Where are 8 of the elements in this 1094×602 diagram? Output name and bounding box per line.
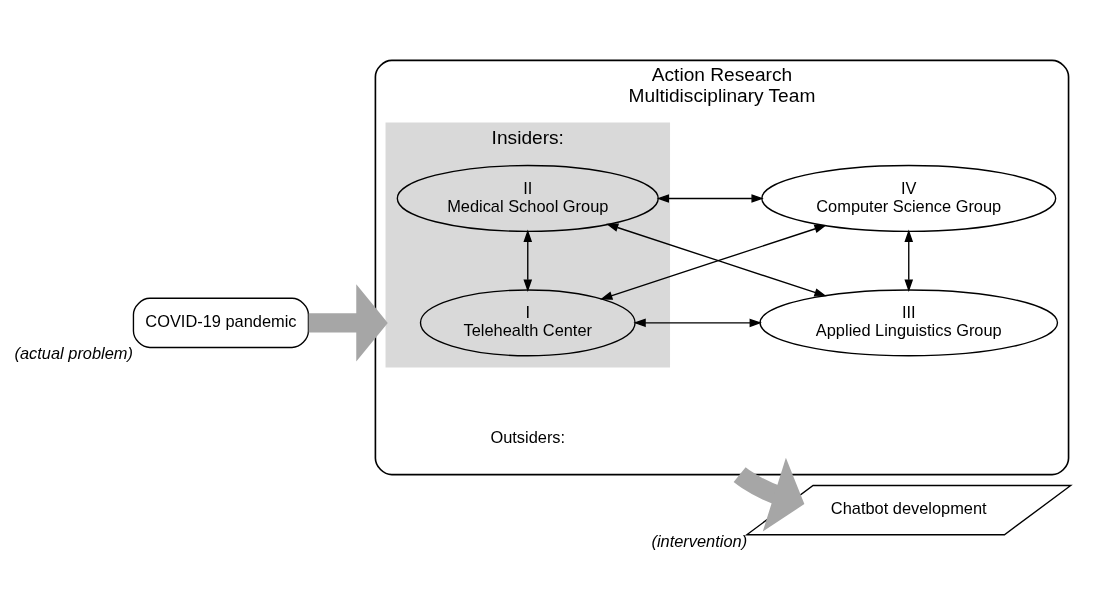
label: Outsiders: [490, 428, 566, 447]
node-box: COVID-19 pandemic [132, 297, 310, 349]
arrow [308, 284, 388, 362]
arrow [904, 229, 914, 292]
arrow [656, 194, 764, 203]
arrow [633, 318, 762, 328]
arrow [523, 229, 533, 292]
node-label: (actual problem) [14, 344, 133, 363]
